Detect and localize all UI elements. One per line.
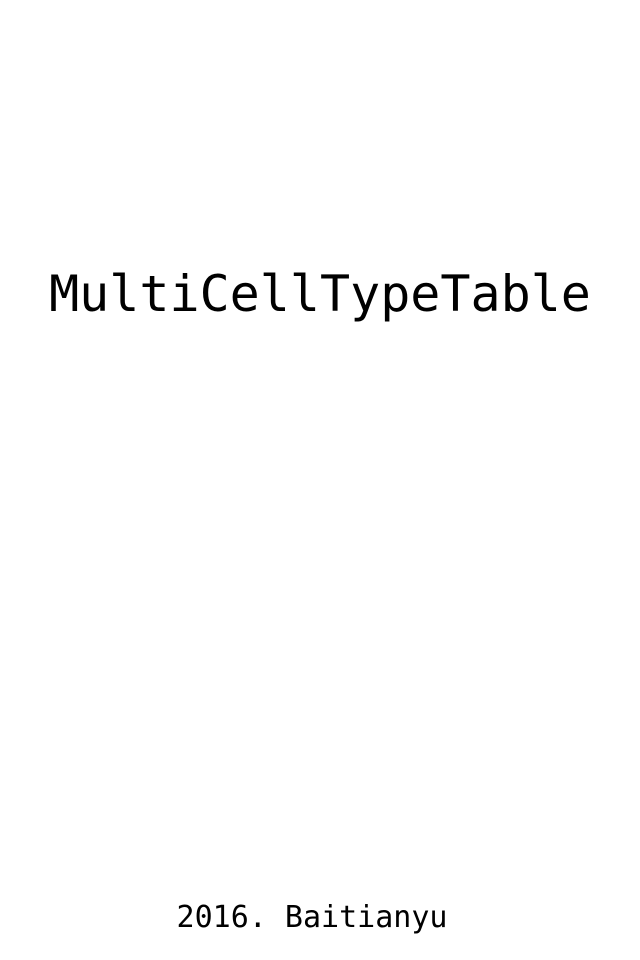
app-title: MultiCellTypeTable	[49, 265, 591, 323]
copyright-footer: 2016. Baitianyu	[176, 900, 448, 935]
